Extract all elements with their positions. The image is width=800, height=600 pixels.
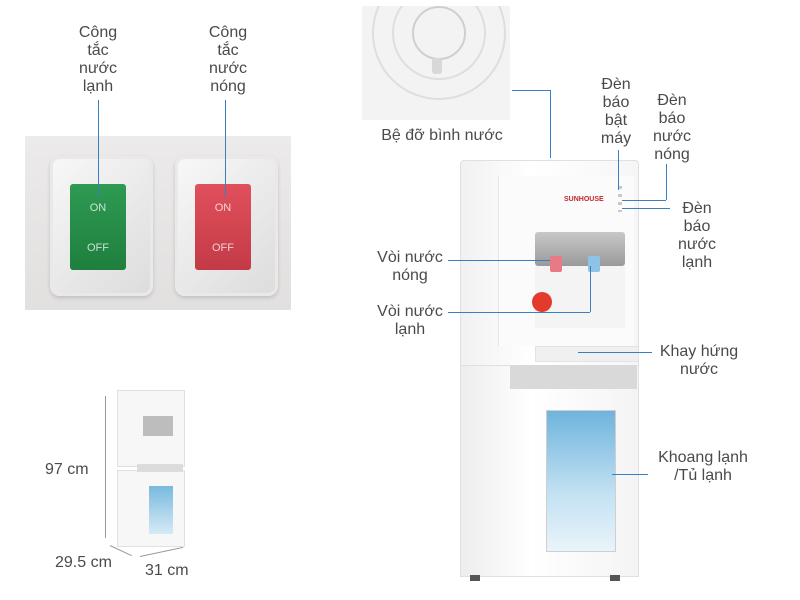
- bottle-rest-photo: [362, 6, 510, 120]
- dispenser-thumbnail: [117, 390, 185, 547]
- foot-right: [610, 575, 620, 581]
- height-dimension: 97 cm: [45, 461, 89, 478]
- cold-switch-off-text: OFF: [87, 242, 109, 254]
- hot-faucet-line: [448, 260, 550, 261]
- power-light-line: [618, 150, 619, 190]
- cold-faucet-line-v: [590, 266, 591, 312]
- hot-switch-frame: ON OFF: [175, 156, 278, 296]
- depth-dimension: 29.5 cm: [55, 554, 112, 571]
- cold-switch-frame: ON OFF: [50, 156, 153, 296]
- fridge-top-band: [510, 365, 637, 389]
- bottle-rest-line-h: [512, 90, 550, 91]
- cold-switch-rocker: ON OFF: [70, 184, 126, 270]
- drip-tray-line: [578, 352, 652, 353]
- switches-photo: ON OFF ON OFF: [25, 136, 291, 310]
- width-dimension: 31 cm: [145, 562, 189, 579]
- foot-left: [470, 575, 480, 581]
- fridge-label: Khoang lạnh/Tủ lạnh: [658, 449, 748, 484]
- hot-switch-line: [225, 100, 226, 198]
- water-dispenser: SUNHOUSE: [460, 160, 639, 581]
- drip-tray: [535, 346, 639, 362]
- hot-faucet: [550, 256, 562, 272]
- cold-switch-line: [98, 100, 99, 198]
- bottle-rest-label: Bệ đỡ bình nước: [381, 127, 503, 144]
- bottle-rest-line-v: [550, 90, 551, 158]
- indicator-lights: [618, 186, 622, 212]
- hot-switch-off-text: OFF: [212, 242, 234, 254]
- hot-light-line-v: [666, 164, 667, 200]
- hot-light-line-h: [622, 200, 666, 201]
- cold-light-line: [622, 208, 670, 209]
- cold-switch-on-text: ON: [89, 202, 107, 214]
- fridge-door-poster: [546, 410, 616, 552]
- hot-switch-rocker: ON OFF: [195, 184, 251, 270]
- hot-switch-on-text: ON: [214, 202, 232, 214]
- cold-faucet-line-h: [448, 312, 590, 313]
- cold-faucet: [588, 256, 600, 272]
- width-dimension-line: [139, 546, 184, 557]
- promo-sticker: [532, 292, 552, 312]
- height-dimension-line: [105, 396, 106, 538]
- fridge-line: [612, 474, 648, 475]
- brand-logo: SUNHOUSE: [564, 196, 604, 203]
